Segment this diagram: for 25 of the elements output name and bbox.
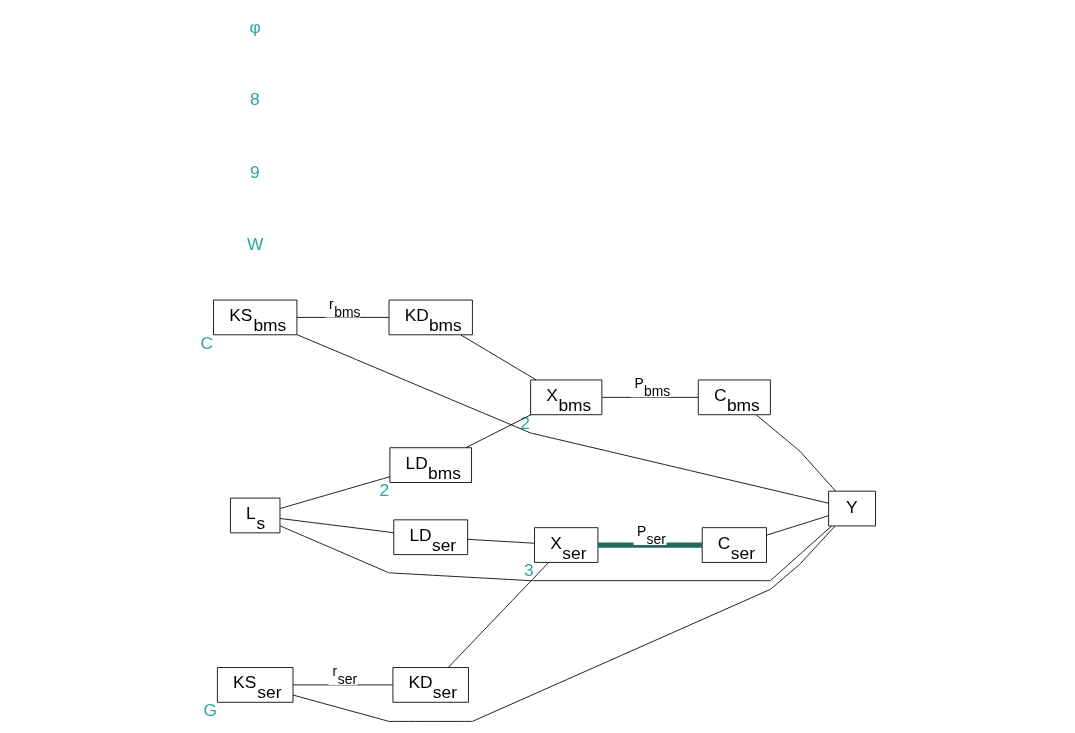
- label: W: [246, 233, 263, 254]
- node-label: C: [199, 332, 213, 353]
- node-box: Y: [827, 490, 876, 527]
- connector: [465, 414, 531, 449]
- node-label: 2: [519, 412, 530, 433]
- node-label: G: [203, 700, 217, 721]
- connector: [296, 316, 389, 318]
- connector: [279, 476, 390, 509]
- connector: [292, 525, 835, 722]
- connector: [466, 538, 535, 544]
- connector: [279, 518, 394, 534]
- connector: [296, 334, 829, 504]
- label: 8: [249, 89, 260, 110]
- connector: [765, 515, 829, 536]
- connector: [279, 525, 832, 582]
- label: 9: [249, 161, 260, 182]
- node-label: 3: [523, 560, 534, 581]
- connector: [292, 684, 393, 686]
- label: φ: [249, 17, 261, 38]
- connector: [460, 334, 536, 381]
- connector: [447, 562, 549, 668]
- node-label: 2: [378, 480, 389, 501]
- connector: [755, 414, 836, 492]
- connector: [597, 542, 702, 548]
- connector: [601, 396, 698, 398]
